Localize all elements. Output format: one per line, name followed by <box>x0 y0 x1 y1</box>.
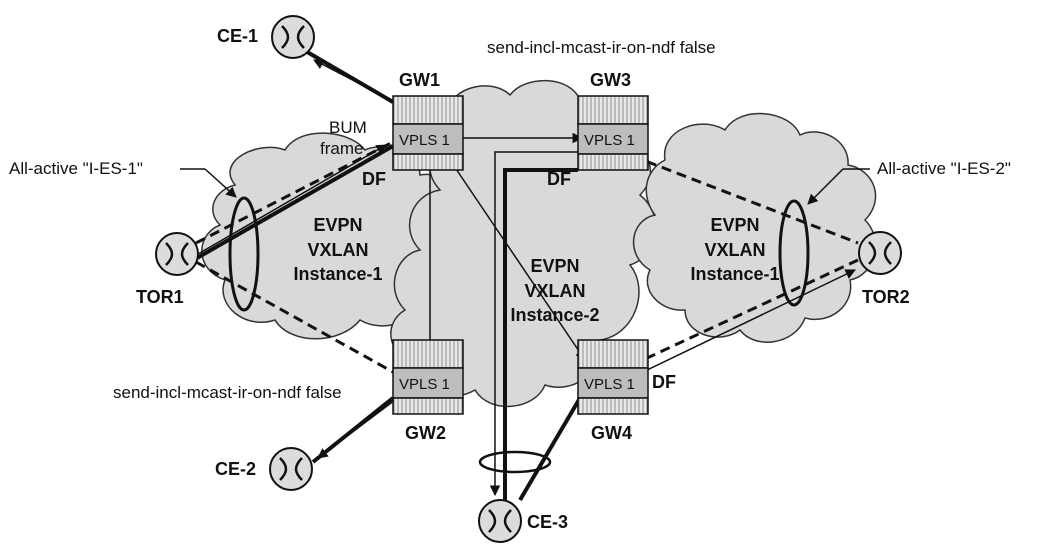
cloud-left-line2: VXLAN <box>307 240 368 260</box>
bum-label-line1: BUM <box>329 118 367 137</box>
router-ce1-icon <box>271 15 315 59</box>
cloud-left-line1: EVPN <box>313 215 362 235</box>
cloud-right-line1: EVPN <box>710 215 759 235</box>
es2-pointer-arrow <box>807 168 844 205</box>
ce2-label: CE-2 <box>215 459 256 479</box>
cloud-evpn-instance-1-right <box>633 112 877 343</box>
gw1-vpls-label: VPLS 1 <box>399 132 450 149</box>
router-tor2-icon <box>858 231 902 275</box>
gw3-name: GW3 <box>590 70 631 90</box>
gw3-df: DF <box>547 169 571 189</box>
gw4-name: GW4 <box>591 423 632 443</box>
router-tor1-icon <box>155 232 199 276</box>
top-note: send-incl-mcast-ir-on-ndf false <box>487 38 716 57</box>
router-ce3-icon <box>478 499 522 543</box>
ce3-lag-ellipse <box>478 450 552 474</box>
es1-ellipse <box>228 196 260 312</box>
es1-label: All-active "I-ES-1" <box>9 159 143 178</box>
gw1-name: GW1 <box>399 70 440 90</box>
bum-label-line2: frame <box>320 139 363 158</box>
gateway-gw1: VPLS 1 <box>392 95 464 171</box>
router-ce2-icon <box>269 447 313 491</box>
gw2-vpls-label: VPLS 1 <box>399 376 450 393</box>
dashed-links <box>195 140 859 374</box>
es1-pointer-arrow <box>204 168 237 198</box>
gateway-gw2: VPLS 1 <box>392 339 464 415</box>
ce3-label: CE-3 <box>527 512 568 532</box>
gw1-df: DF <box>362 169 386 189</box>
forwarding-arrows <box>197 59 856 497</box>
bottom-note: send-incl-mcast-ir-on-ndf false <box>113 383 342 402</box>
gateway-gw4: VPLS 1 <box>577 339 649 415</box>
gw3-vpls-label: VPLS 1 <box>584 132 635 149</box>
gw4-vpls-label: VPLS 1 <box>584 376 635 393</box>
ce1-label: CE-1 <box>217 26 258 46</box>
gw2-name: GW2 <box>405 423 446 443</box>
tor1-label: TOR1 <box>136 287 184 307</box>
cloud-mid-line1: EVPN <box>530 256 579 276</box>
cloud-right-line3: Instance-1 <box>690 264 779 284</box>
es2-label: All-active "I-ES-2" <box>877 159 1011 178</box>
es2-ellipse <box>778 199 810 307</box>
tor2-label: TOR2 <box>862 287 910 307</box>
cloud-left-line3: Instance-1 <box>293 264 382 284</box>
gateway-gw3: VPLS 1 <box>577 95 649 171</box>
cloud-right-line2: VXLAN <box>704 240 765 260</box>
cloud-mid-line2: VXLAN <box>524 281 585 301</box>
gw4-df: DF <box>652 372 676 392</box>
